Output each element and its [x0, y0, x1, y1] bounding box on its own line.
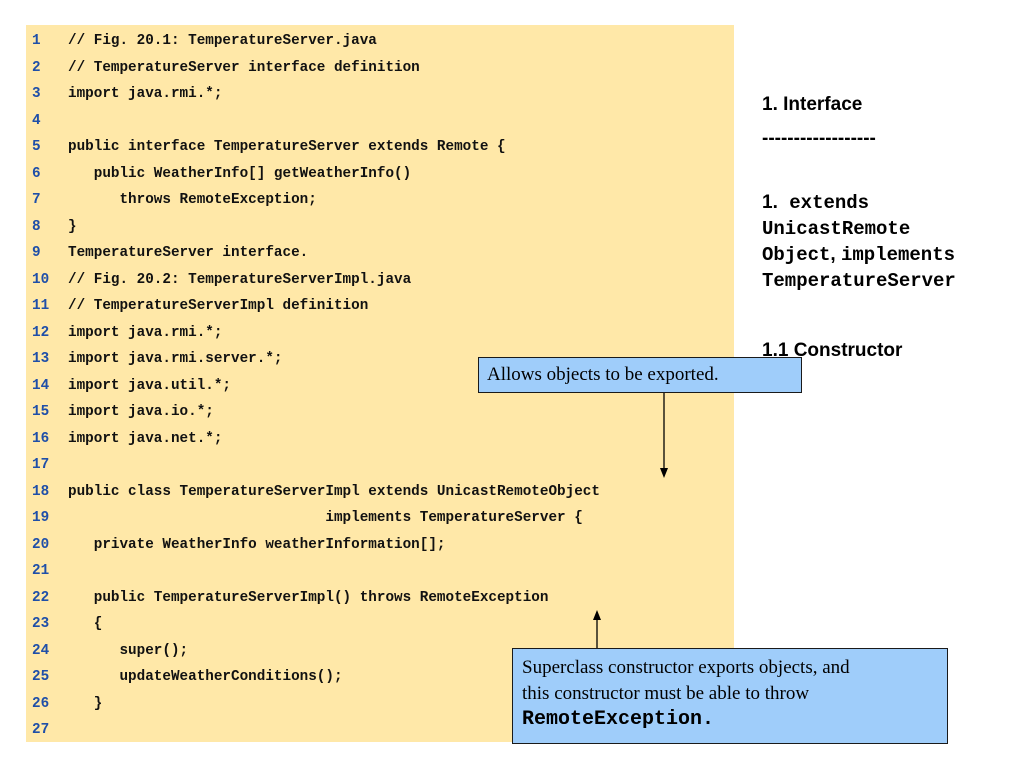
code-text: implements TemperatureServer {	[68, 510, 583, 526]
code-line: 5 public interface TemperatureServer exte…	[26, 134, 734, 161]
code-line: 9 TemperatureServer interface.	[26, 240, 734, 267]
code-text: public WeatherInfo[] getWeatherInfo()	[68, 165, 412, 182]
code-text: {	[68, 616, 103, 632]
callout-superclass-line1: Superclass constructor exports objects, …	[522, 657, 850, 678]
line-number: 8	[32, 218, 41, 235]
callout-superclass-line2: this constructor must be able to throw	[522, 683, 810, 704]
code-text: public class TemperatureServerImpl exten…	[68, 483, 600, 500]
note-constructor: 1.1 Constructor	[762, 340, 903, 361]
callout-export-text: Allows objects to be exported.	[487, 364, 719, 385]
line-number: 3	[32, 86, 41, 102]
code-text: }	[68, 695, 103, 712]
note-extends-object: Object	[762, 244, 831, 266]
line-number: 21	[32, 563, 50, 579]
code-text: import java.net.*;	[68, 430, 223, 447]
code-text: import java.rmi.*;	[68, 324, 223, 341]
callout-superclass-exception: RemoteException.	[522, 708, 715, 731]
note-implements-interface: TemperatureServer	[762, 270, 956, 292]
code-line: 22 public TemperatureServerImpl() throws…	[26, 585, 734, 612]
code-line: 12 import java.rmi.*;	[26, 320, 734, 347]
line-number: 24	[32, 642, 50, 659]
code-line: 10 // Fig. 20.2: TemperatureServerImpl.ja…	[26, 267, 734, 294]
code-line: 1 // Fig. 20.1: TemperatureServer.java	[26, 28, 734, 55]
line-number: 22	[32, 589, 50, 606]
code-text: import java.rmi.*;	[68, 86, 223, 102]
code-line: 6 public WeatherInfo[] getWeatherInfo()	[26, 161, 734, 188]
line-number: 4	[32, 112, 41, 129]
callout-superclass: Superclass constructor exports objects, …	[512, 648, 948, 744]
line-number: 6	[32, 165, 41, 182]
code-line: 2 // TemperatureServer interface definiti…	[26, 55, 734, 82]
line-number: 11	[32, 298, 50, 314]
line-number: 17	[32, 457, 50, 473]
code-line: 18 public class TemperatureServerImpl ext…	[26, 479, 734, 506]
code-text: import java.io.*;	[68, 404, 214, 420]
code-text: import java.util.*;	[68, 377, 232, 394]
note-extends: 1. extends UnicastRemote Object, impleme…	[762, 190, 956, 294]
line-number: 26	[32, 695, 50, 712]
line-number: 12	[32, 324, 50, 341]
code-line: 7 throws RemoteException;	[26, 187, 734, 214]
code-line: 26 }	[26, 691, 734, 718]
code-text: // Fig. 20.2: TemperatureServerImpl.java	[68, 271, 412, 288]
code-text: }	[68, 218, 77, 235]
line-number: 23	[32, 616, 50, 632]
code-line: 11 // TemperatureServerImpl definition	[26, 293, 734, 320]
code-text: private WeatherInfo weatherInformation[]…	[68, 536, 446, 553]
line-number: 16	[32, 430, 50, 447]
code-line: 27	[26, 717, 734, 744]
callout-export: Allows objects to be exported.	[478, 357, 802, 393]
line-number: 18	[32, 483, 50, 500]
code-line: 24 super();	[26, 638, 734, 665]
code-text: public interface TemperatureServer exten…	[68, 139, 506, 155]
code-text: // Fig. 20.1: TemperatureServer.java	[68, 33, 377, 49]
code-line: 20 private WeatherInfo weatherInformatio…	[26, 532, 734, 559]
note-implements-keyword: implements	[840, 244, 956, 266]
line-number: 9	[32, 245, 41, 261]
line-number: 20	[32, 536, 50, 553]
note-divider: ------------------	[762, 128, 876, 149]
code-line: 23 {	[26, 611, 734, 638]
note-extends-number: 1.	[762, 192, 778, 213]
code-text: // TemperatureServer interface definitio…	[68, 59, 420, 76]
note-extends-comma: ,	[830, 244, 841, 265]
line-number: 7	[32, 192, 41, 208]
line-number: 10	[32, 271, 50, 288]
code-line: 4	[26, 108, 734, 135]
line-number: 13	[32, 351, 50, 367]
note-extends-keyword: extends	[789, 192, 870, 214]
line-number: 15	[32, 404, 50, 420]
line-number: 2	[32, 59, 41, 76]
line-number: 5	[32, 139, 41, 155]
code-line: 15 import java.io.*;	[26, 399, 734, 426]
code-line: 14 import java.util.*;	[26, 373, 734, 400]
code-text: // TemperatureServerImpl definition	[68, 298, 369, 314]
code-line: 17	[26, 452, 734, 479]
code-line: 8}	[26, 214, 734, 241]
code-line: 3 import java.rmi.*;	[26, 81, 734, 108]
code-text: updateWeatherConditions();	[68, 669, 343, 685]
code-text: import java.rmi.server.*;	[68, 351, 283, 367]
code-line: 13 import java.rmi.server.*;	[26, 346, 734, 373]
code-line: 21	[26, 558, 734, 585]
note-interface: 1. Interface	[762, 94, 863, 115]
code-line: 16 import java.net.*;	[26, 426, 734, 453]
code-text: TemperatureServer interface.	[68, 245, 309, 261]
line-number: 14	[32, 377, 50, 394]
line-number: 27	[32, 722, 50, 738]
code-text: throws RemoteException;	[68, 192, 317, 208]
code-text: public TemperatureServerImpl() throws Re…	[68, 589, 549, 606]
code-line: 25 updateWeatherConditions();	[26, 664, 734, 691]
line-number: 19	[32, 510, 50, 526]
note-extends-class: UnicastRemote	[762, 218, 911, 240]
line-number: 1	[32, 33, 41, 49]
code-text: super();	[68, 642, 189, 659]
code-line: 19 implements TemperatureServer {	[26, 505, 734, 532]
line-number: 25	[32, 669, 50, 685]
